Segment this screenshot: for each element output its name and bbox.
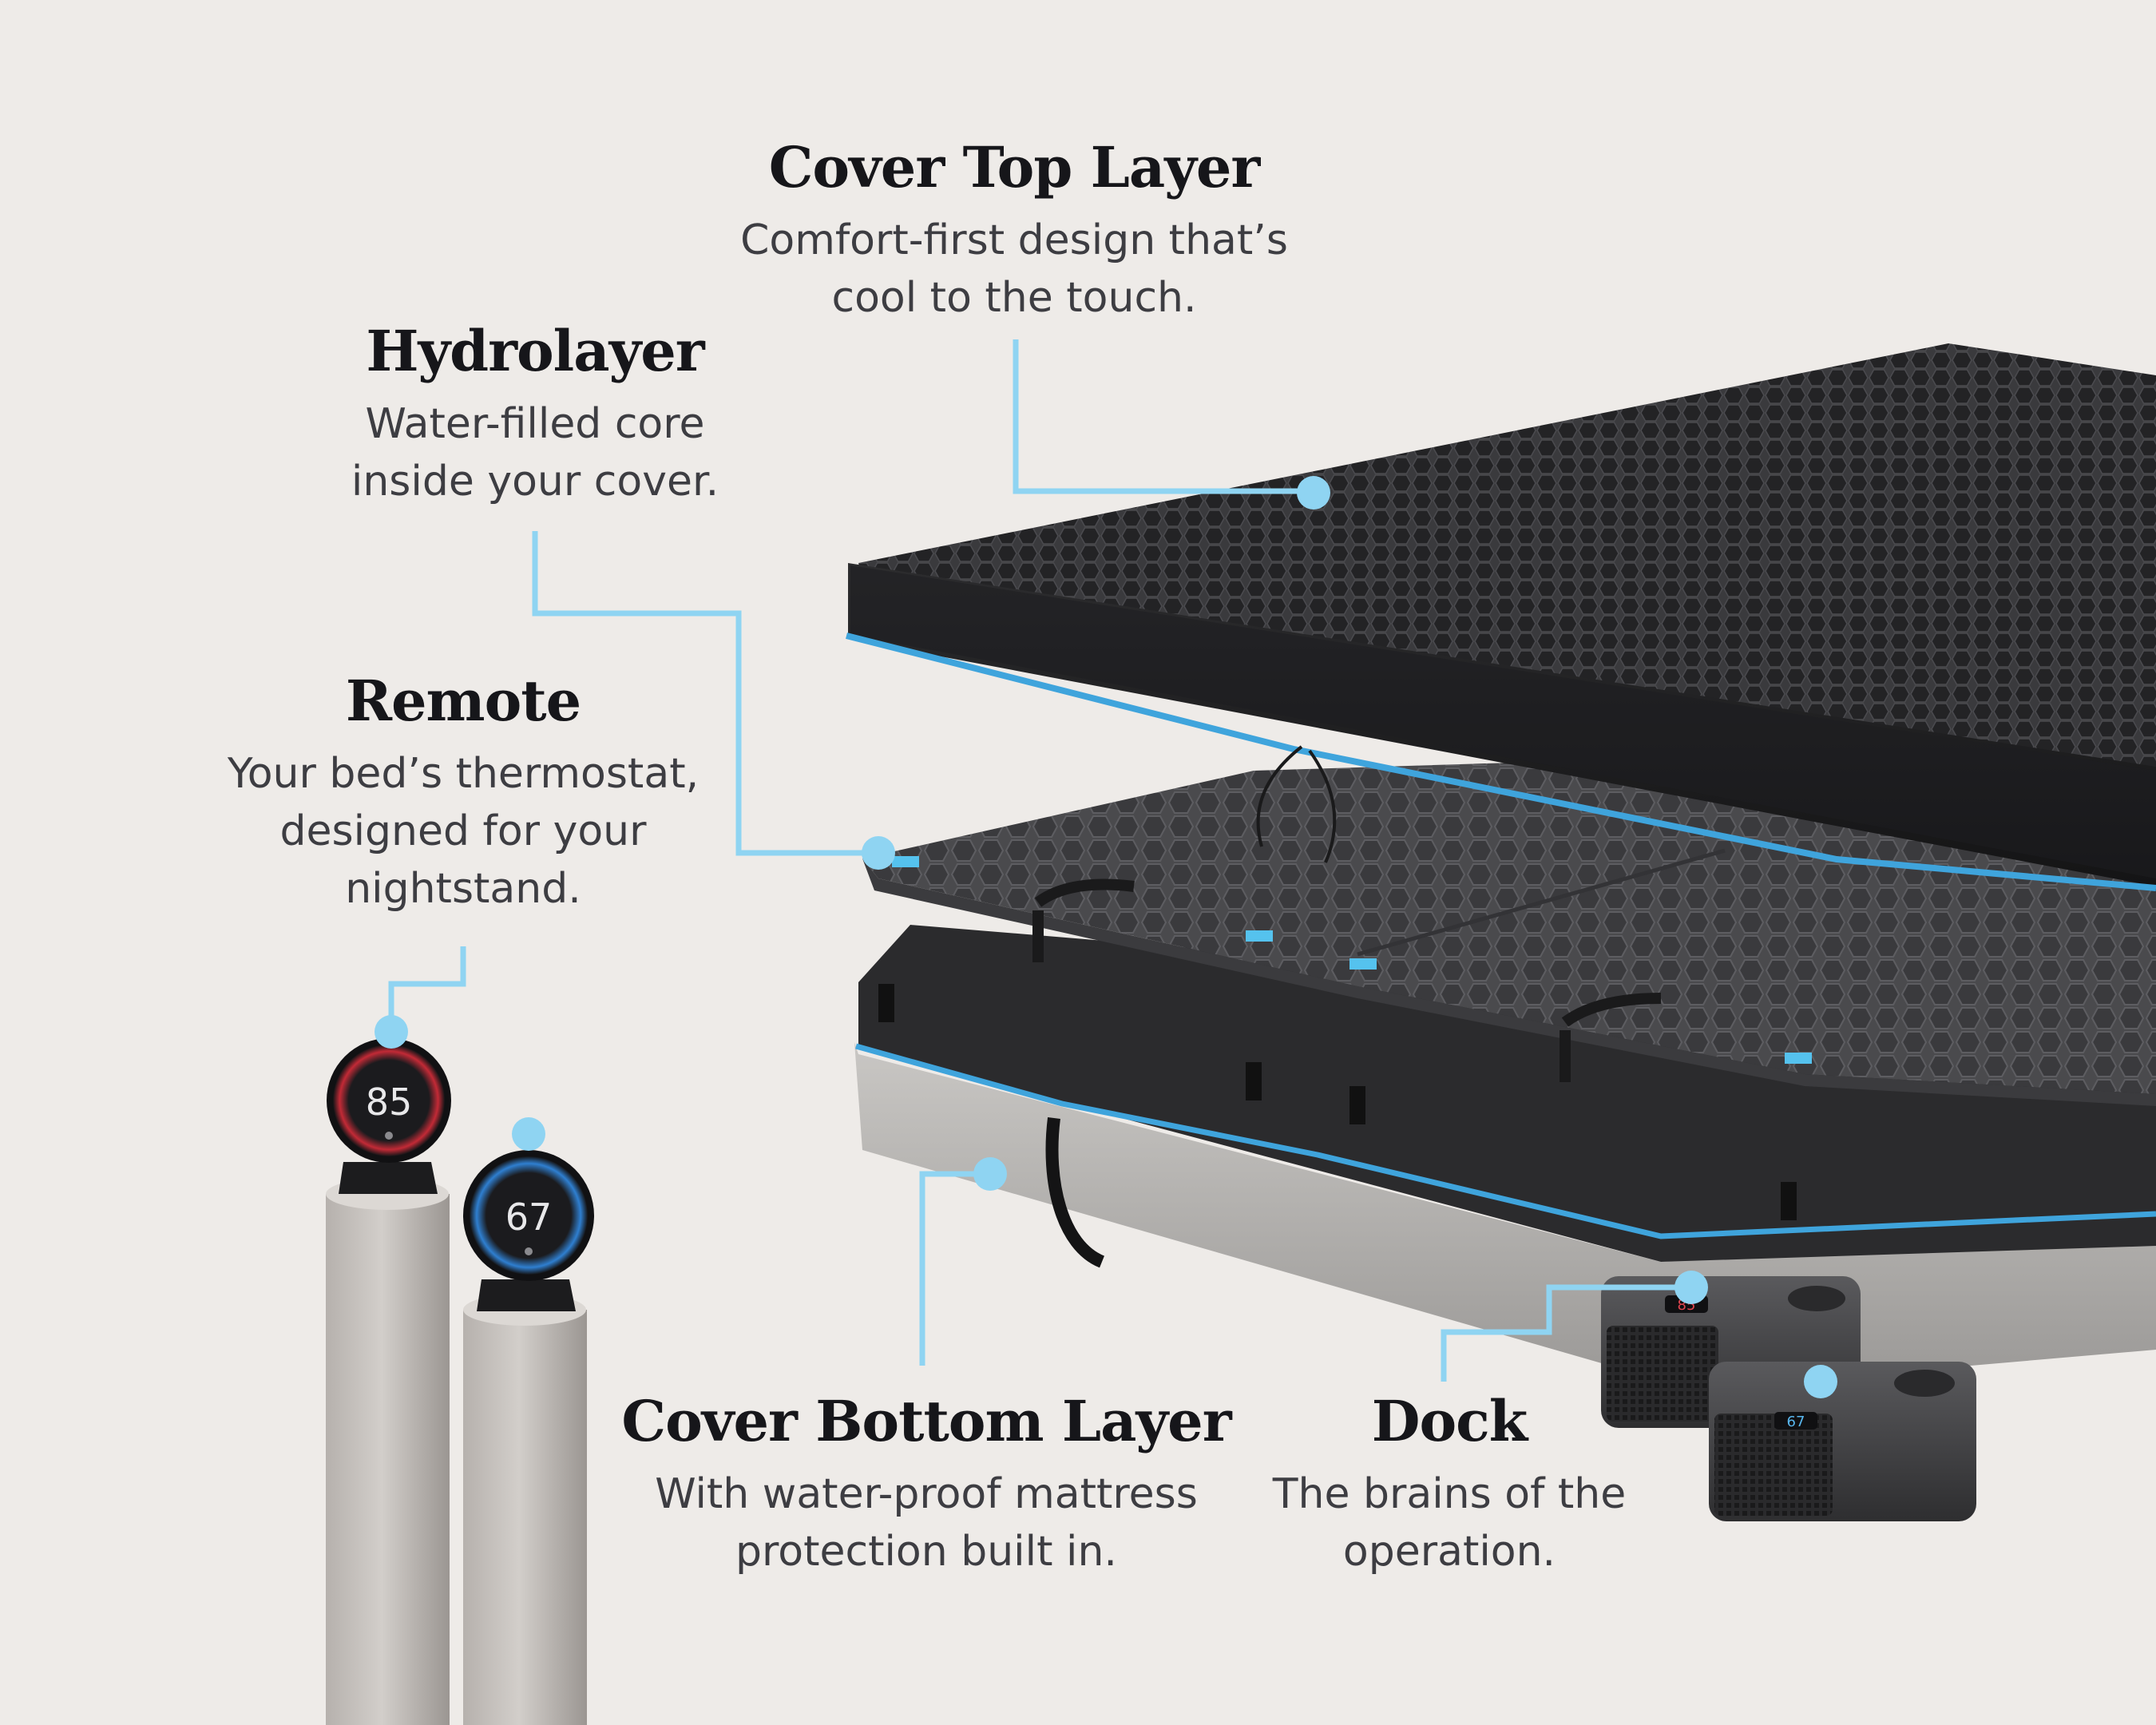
- leader-dot-dock-85: [1674, 1271, 1708, 1304]
- hydro-connector: [1032, 878, 1135, 962]
- leader-dot-remote-67: [512, 1117, 545, 1151]
- callout-desc-line: operation.: [1342, 1527, 1556, 1576]
- leader-hydrolayer: [532, 531, 878, 856]
- base-loop: [1349, 1086, 1365, 1124]
- hydrolayer-panel: [862, 743, 2156, 1106]
- callout-cover-top: Cover Top Layer Comfort-first design tha…: [703, 134, 1326, 327]
- hydro-clip: [892, 856, 919, 867]
- remote-display-85: 85: [366, 1081, 413, 1124]
- remote-pillar-right: [463, 1294, 587, 1725]
- callout-desc-line: The brains of the: [1272, 1469, 1627, 1518]
- leader-dot-cover-bottom: [973, 1157, 1007, 1191]
- top-cover-front-face: [850, 565, 2156, 878]
- leader-dot-cover-top: [1297, 476, 1330, 510]
- leader-dot-remote-85: [375, 1015, 408, 1049]
- remote-85: 85: [327, 1038, 451, 1194]
- hydro-clip: [1349, 958, 1377, 970]
- leader-dot-hydrolayer: [862, 836, 895, 870]
- callout-description: Comfort-first design that’s cool to the …: [703, 212, 1326, 327]
- hydro-seam: [1357, 848, 1726, 957]
- callout-desc-line: Comfort-first design that’s: [740, 216, 1288, 264]
- callout-desc-line: With water-proof mattress: [655, 1469, 1198, 1518]
- dock-display-67: 67: [1787, 1414, 1805, 1430]
- base-loop: [1246, 1062, 1262, 1100]
- hydro-connector: [1560, 993, 1662, 1082]
- top-cover-cable: [1256, 745, 1337, 863]
- dock-cap: [1894, 1370, 1955, 1397]
- leader-dots: [375, 476, 1837, 1398]
- callout-hydrolayer: Hydrolayer Water-filled core inside your…: [311, 319, 759, 510]
- dock-cap: [1788, 1286, 1845, 1311]
- callout-title: Remote: [345, 668, 581, 734]
- base-loop: [878, 984, 894, 1022]
- remote-display-67: 67: [505, 1196, 553, 1239]
- cover-top-layer: [846, 343, 2156, 891]
- base-seam: [855, 1043, 2156, 1239]
- callout-title: Dock: [1371, 1388, 1528, 1454]
- callout-desc-line: Your bed’s thermostat,: [227, 749, 700, 798]
- callout-title: Cover Bottom Layer: [621, 1388, 1231, 1454]
- callout-description: The brains of the operation.: [1246, 1465, 1653, 1580]
- callout-desc-line: designed for your: [279, 807, 647, 855]
- leader-lines: [388, 339, 1691, 1382]
- callout-remote: Remote Your bed’s thermostat, designed f…: [192, 668, 735, 918]
- callout-desc-line: Water-filled core: [365, 399, 705, 448]
- callout-title: Cover Top Layer: [768, 134, 1261, 200]
- remote-status-icon: [385, 1132, 393, 1140]
- callout-title: Hydrolayer: [366, 318, 704, 384]
- top-cover-seam: [846, 632, 2156, 891]
- callout-description: With water-proof mattress protection bui…: [615, 1465, 1238, 1580]
- callout-description: Your bed’s thermostat, designed for your…: [192, 745, 735, 918]
- callout-desc-line: cool to the touch.: [831, 273, 1197, 322]
- base-strap: [1045, 1117, 1105, 1268]
- callout-desc-line: protection built in.: [735, 1527, 1117, 1576]
- leader-dot-dock-67: [1804, 1365, 1837, 1398]
- leader-cover-bottom: [919, 1171, 990, 1366]
- dock-67: 67: [1709, 1362, 1976, 1521]
- callout-cover-bottom: Cover Bottom Layer With water-proof matt…: [615, 1388, 1238, 1580]
- remote-status-icon: [525, 1247, 533, 1255]
- callout-desc-line: inside your cover.: [351, 457, 719, 506]
- hydro-clip: [1785, 1053, 1812, 1064]
- leader-dock: [1441, 1284, 1691, 1382]
- leader-remote: [388, 946, 466, 1030]
- callout-description: Water-filled core inside your cover.: [311, 395, 759, 510]
- base-loop: [1781, 1182, 1797, 1220]
- leader-cover-top: [1013, 339, 1314, 494]
- hydro-sheet: [862, 743, 2156, 1094]
- callout-dock: Dock The brains of the operation.: [1246, 1388, 1653, 1580]
- remote-67: 67: [463, 1150, 594, 1311]
- remote-pillar-left: [326, 1178, 450, 1725]
- callout-desc-line: nightstand.: [345, 864, 581, 913]
- hydro-clip: [1246, 930, 1273, 942]
